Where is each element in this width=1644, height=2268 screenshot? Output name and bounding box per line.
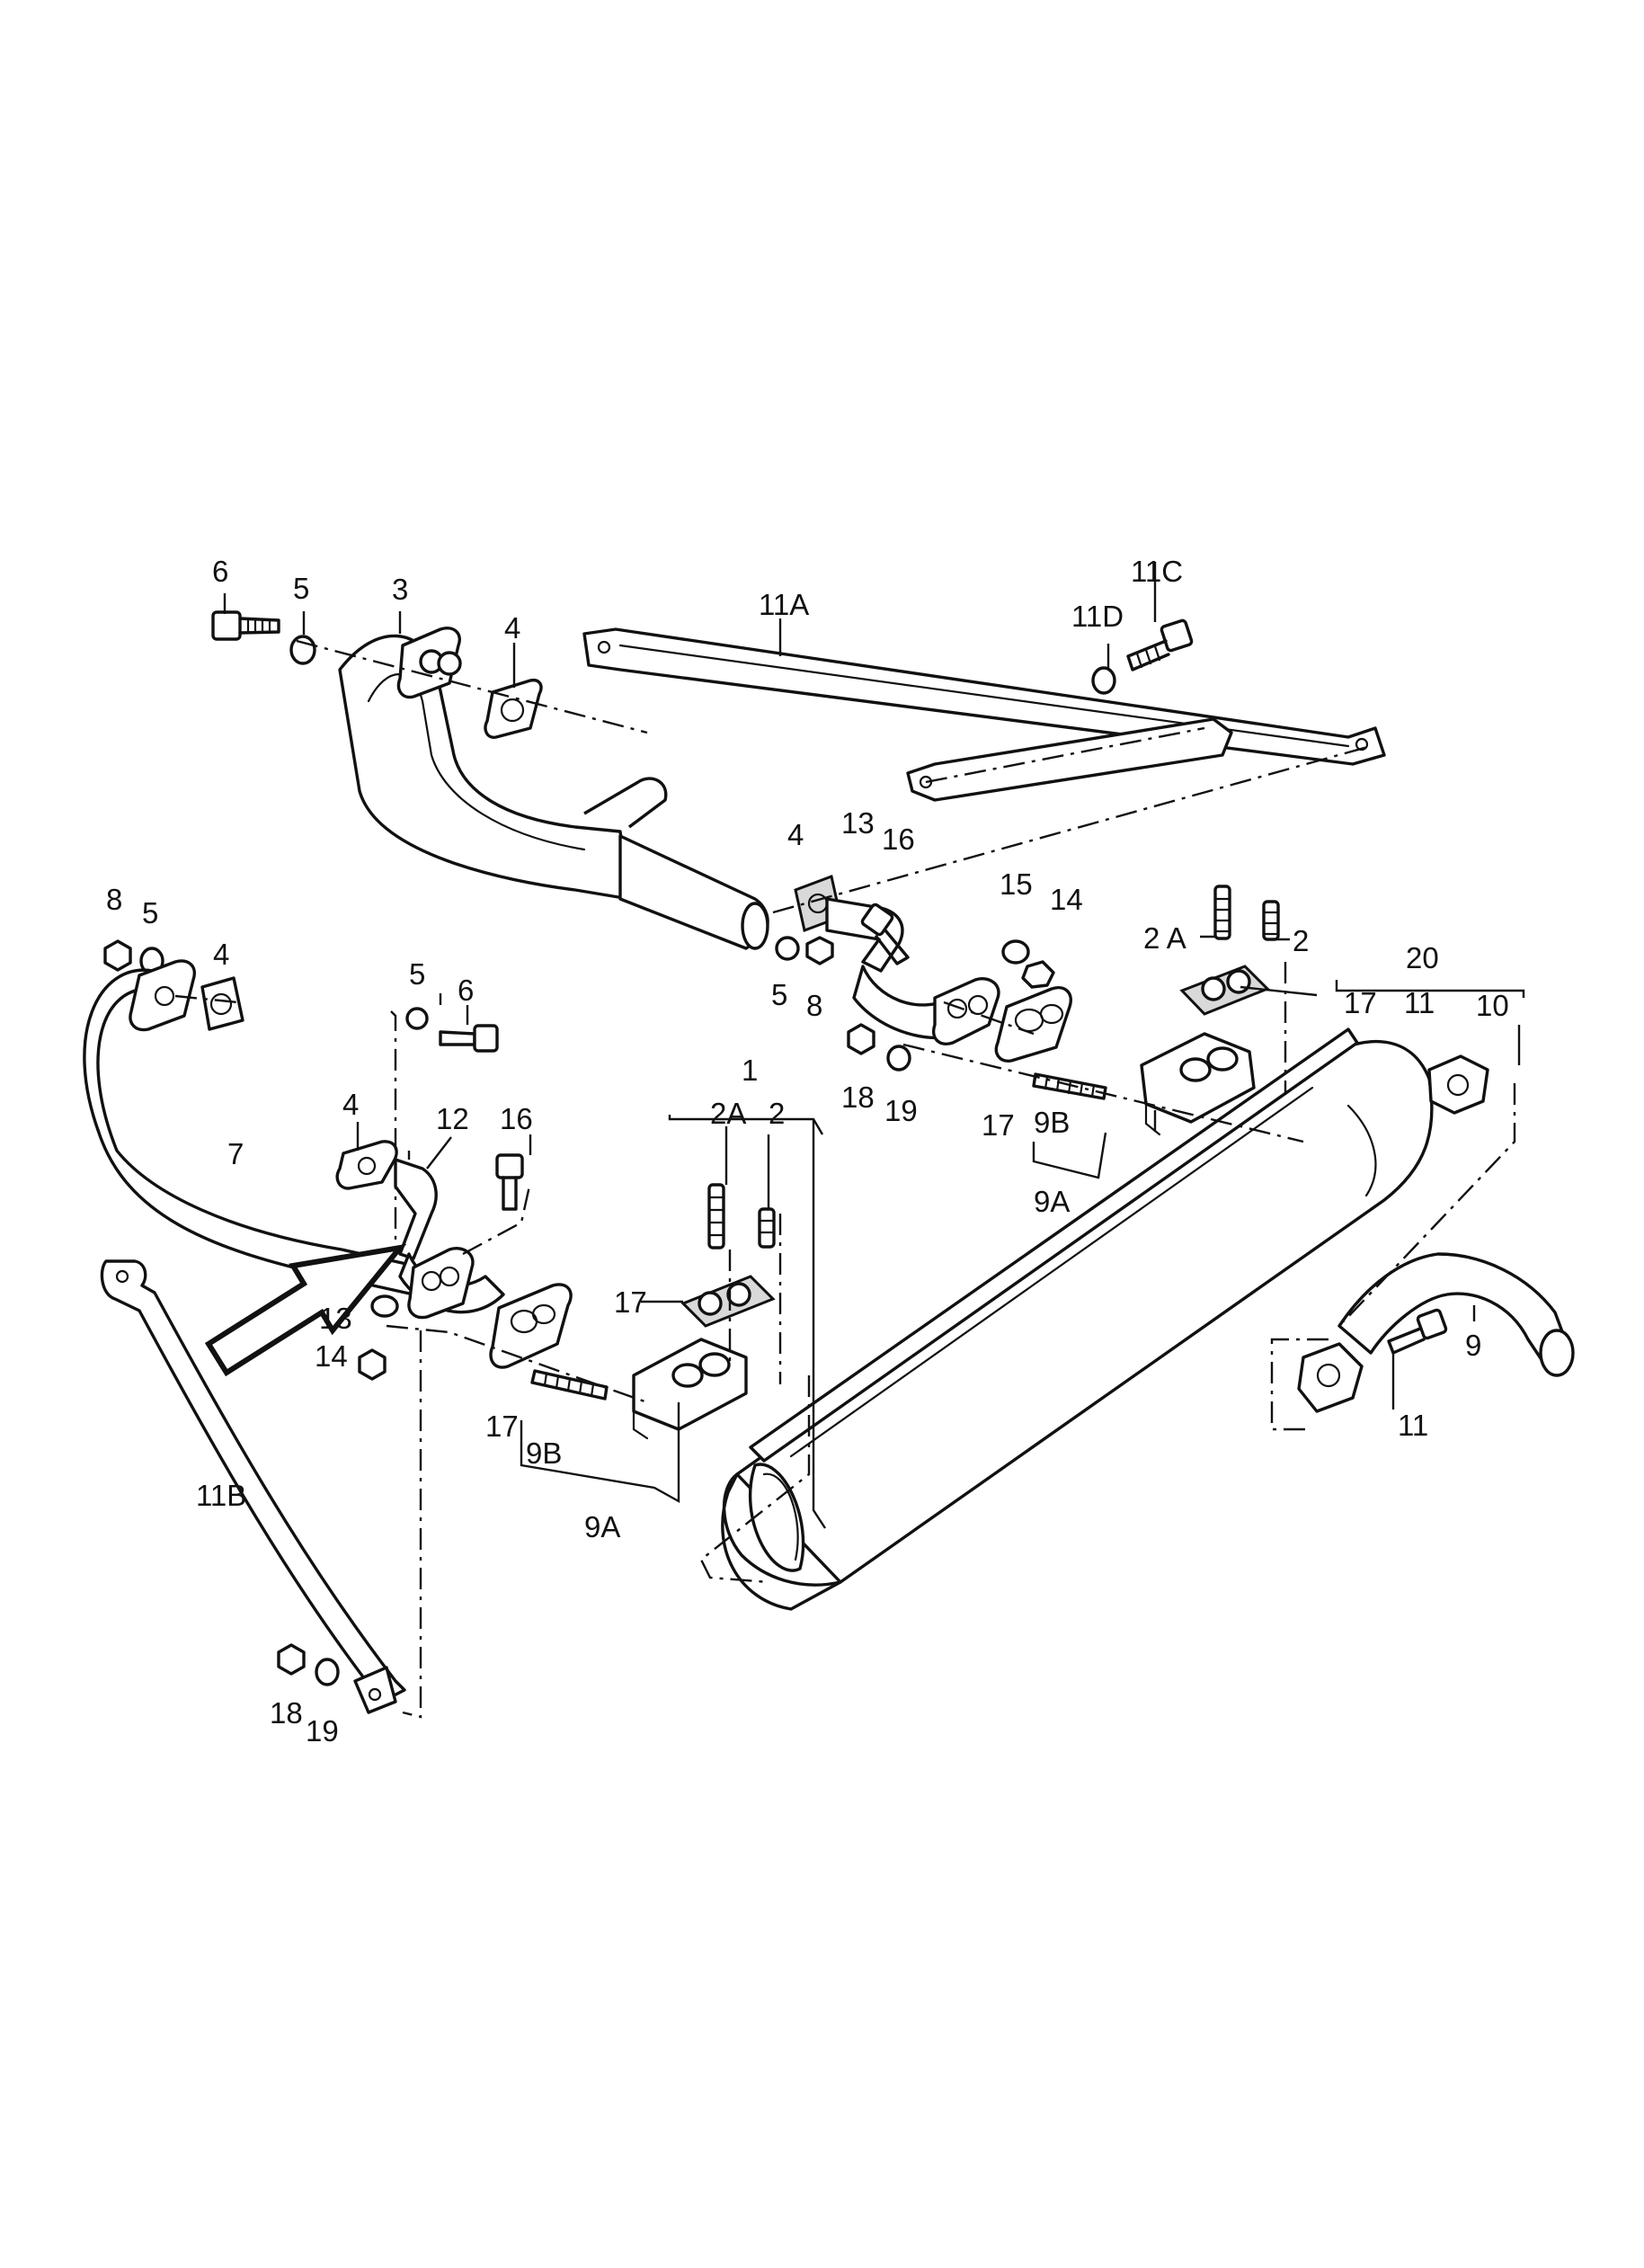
- upper-front-pipe-assembly: [211, 610, 1386, 1136]
- callout-4: 4: [504, 611, 520, 645]
- gasket-17-upper: [1179, 965, 1270, 1016]
- left-front-pipe-assembly: [83, 939, 776, 1714]
- leader-lines: [174, 562, 1525, 1719]
- bolt-16-upper: [860, 903, 910, 965]
- washer-5-left-upper: [405, 1007, 429, 1030]
- heat-exchanger-flange-upper: [1140, 1032, 1256, 1136]
- washer-13: [370, 1294, 399, 1318]
- callout-8: 8: [806, 989, 822, 1022]
- callout-12: 12: [436, 1102, 469, 1135]
- callout-11D: 11D: [1071, 600, 1124, 633]
- gasket-10: [1427, 1054, 1489, 1115]
- callout-9A: 9A: [584, 1510, 620, 1543]
- nut-14-upper: [1021, 960, 1055, 989]
- callout-15: 15: [1000, 867, 1033, 901]
- washer-15: [1001, 939, 1030, 965]
- callout-6: 6: [458, 974, 474, 1007]
- washer-5-middle: [775, 936, 800, 961]
- strut-11B: [100, 1259, 406, 1714]
- callout-7: 7: [227, 1137, 244, 1170]
- tail-pipe-9: [1297, 1252, 1575, 1413]
- stud-9B-left: [530, 1369, 609, 1401]
- callout-14: 14: [315, 1339, 348, 1373]
- stud-2-left: [758, 1207, 776, 1249]
- callout-11: 11: [1404, 986, 1435, 1019]
- callout-8: 8: [106, 883, 122, 916]
- callout-9B: 9B: [526, 1436, 562, 1470]
- callout-20: 20: [1406, 941, 1439, 974]
- callout-11: 11: [1398, 1409, 1428, 1442]
- callout-16: 16: [882, 823, 915, 856]
- callout-9: 9: [1465, 1329, 1481, 1362]
- callout-18: 18: [270, 1696, 303, 1730]
- callout-4: 4: [213, 938, 229, 971]
- exhaust-pipe-3: [338, 627, 769, 950]
- callout-19: 19: [306, 1714, 339, 1748]
- bolt-16-left: [495, 1153, 524, 1211]
- callout-2: 2: [1293, 924, 1309, 957]
- callout-2A: 2A: [710, 1097, 746, 1130]
- muffler-body: [721, 1027, 1434, 1611]
- callout-2A: 2 A: [1143, 921, 1186, 955]
- gasket-4-left-center: [335, 1140, 398, 1190]
- callout-5: 5: [771, 978, 787, 1011]
- bolt-11-lower: [1387, 1308, 1448, 1355]
- stud-2-upper: [1262, 900, 1280, 941]
- callout-13: 13: [841, 806, 875, 840]
- highlight-arrow: [204, 1243, 407, 1377]
- stud-2A-upper: [1213, 885, 1231, 940]
- callout-17: 17: [614, 1285, 647, 1319]
- callout-11B: 11B: [196, 1479, 246, 1512]
- heat-exchanger-flange-left: [632, 1338, 748, 1440]
- callout-13: 13: [319, 1302, 352, 1335]
- bolt-11C: [1126, 618, 1194, 672]
- callout-17: 17: [982, 1108, 1015, 1142]
- callout-4: 4: [342, 1088, 359, 1121]
- callout-3: 3: [392, 573, 408, 606]
- callout-19: 19: [884, 1094, 918, 1127]
- washer-19-upper: [886, 1045, 911, 1072]
- stud-9B-upper: [1032, 1072, 1107, 1100]
- callout-9B: 9B: [1034, 1106, 1070, 1139]
- callout-1: 1: [742, 1054, 758, 1087]
- callout-17: 17: [485, 1410, 519, 1443]
- washer-19-lower: [315, 1658, 340, 1686]
- washer-11D: [1091, 666, 1116, 695]
- callout-11C: 11C: [1131, 555, 1183, 588]
- crossmember-11A: [582, 627, 1386, 802]
- callout-10: 10: [1476, 989, 1509, 1022]
- callout-4: 4: [787, 818, 804, 851]
- callout-17: 17: [1344, 986, 1377, 1019]
- stud-2A-left: [707, 1183, 725, 1250]
- callout-18: 18: [841, 1081, 875, 1114]
- gasket-17-center-left: [680, 1275, 776, 1328]
- gasket-4-left: [200, 976, 244, 1031]
- callout-11A: 11A: [759, 588, 809, 621]
- gasket-4-upper: [484, 678, 543, 739]
- callout-6: 6: [212, 555, 228, 588]
- nut-18-lower: [277, 1643, 306, 1676]
- callout-2: 2: [769, 1097, 785, 1130]
- washer-5-upper: [289, 635, 316, 665]
- nut-18-upper: [847, 1023, 875, 1055]
- bolt-6-upper: [211, 610, 280, 641]
- pipe-12: [394, 1158, 505, 1320]
- callout-16: 16: [500, 1102, 533, 1135]
- exhaust-pipe-7: [83, 959, 424, 1296]
- nut-8-middle: [805, 936, 834, 965]
- callout-5: 5: [142, 896, 158, 929]
- bolt-6-left: [439, 1024, 499, 1053]
- nut-14-left: [358, 1348, 387, 1381]
- callout-labels: 6 5 3 4 11A 11C 11D 4 13 16 15 14 5 8 18…: [106, 555, 1509, 1748]
- callout-5: 5: [293, 572, 309, 605]
- callout-5: 5: [409, 957, 425, 991]
- callout-9A: 9A: [1034, 1185, 1070, 1218]
- callout-14: 14: [1050, 883, 1083, 916]
- gasket-17-left: [489, 1283, 573, 1369]
- nut-8-left: [103, 939, 132, 972]
